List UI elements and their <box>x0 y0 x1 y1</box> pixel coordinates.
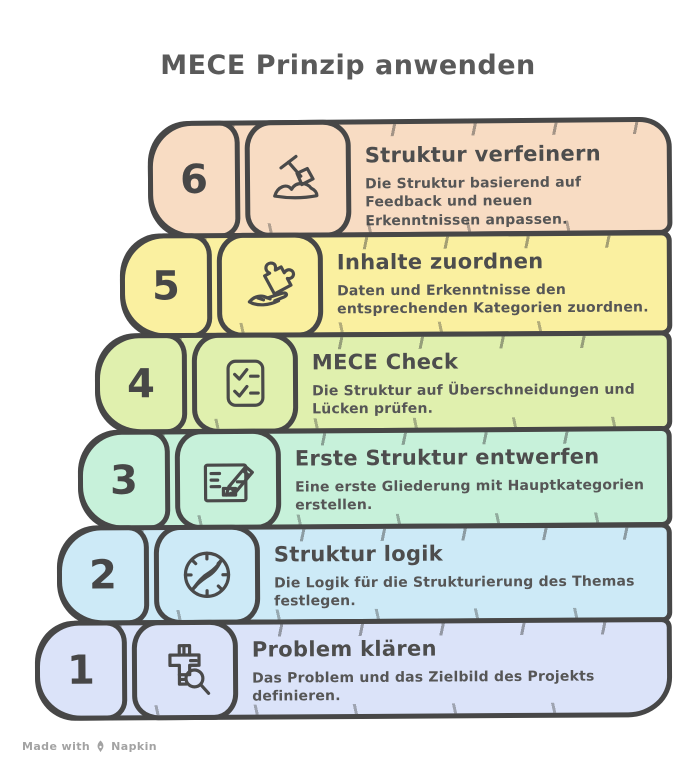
step-text: Struktur logik Die Logik für die Struktu… <box>274 527 653 611</box>
step-description: Die Struktur basierend auf Feedback und … <box>364 174 582 230</box>
step-text: Problem klären Das Problem und das Zielb… <box>252 622 653 706</box>
step-row-5: 5 Inhalte zuordnen Daten und Erkenntniss… <box>119 230 673 339</box>
made-with-napkin: Made with Napkin <box>22 740 157 753</box>
step-number-box: 5 <box>119 233 213 339</box>
step-icon-box <box>191 332 299 435</box>
step-row-2: 2 Struktur logik Die Logik für die Struk… <box>56 522 673 626</box>
step-number-box: 6 <box>147 120 241 240</box>
step-icon-box <box>174 428 282 531</box>
checklist-icon <box>226 359 265 407</box>
step-description: Die Struktur auf Überschneidungen und Lü… <box>312 381 635 418</box>
step-number: 1 <box>66 647 96 694</box>
step-title: Inhalte zuordnen <box>336 249 544 275</box>
step-number: 6 <box>179 156 209 204</box>
document-pencil-icon <box>203 462 254 502</box>
step-number: 4 <box>126 360 156 407</box>
brand-label: Napkin <box>111 740 157 753</box>
step-number: 3 <box>109 457 139 504</box>
step-title: MECE Check <box>311 349 459 375</box>
step-number-box: 2 <box>56 525 150 626</box>
step-number-box: 1 <box>34 620 128 721</box>
page-title: MECE Prinzip anwenden <box>160 50 536 81</box>
step-title: Erste Struktur entwerfen <box>294 444 600 471</box>
step-row-6: 6 Struktur verfeinern Die Struktur basie… <box>147 116 673 240</box>
step-icon-box <box>153 524 261 626</box>
step-description: Die Logik für die Strukturierung des The… <box>274 573 635 610</box>
step-number-box: 3 <box>77 429 171 532</box>
step-description: Eine erste Gliederung mit Hauptkategorie… <box>295 477 645 515</box>
step-title: Problem klären <box>251 636 437 662</box>
step-text: Inhalte zuordnen Daten und Erkenntnisse … <box>337 235 653 319</box>
step-icon-box <box>131 619 239 721</box>
step-row-4: 4 MECE Check Die Struktur auf Überschnei… <box>94 330 673 435</box>
step-title: Struktur verfeinern <box>364 141 602 168</box>
step-row-1: 1 Problem klären Das Problem und das Zie… <box>34 617 673 721</box>
step-description: Daten und Erkenntnisse den entsprechende… <box>336 281 649 318</box>
step-number-box: 4 <box>94 333 188 435</box>
step-number: 5 <box>151 262 181 309</box>
made-with-label: Made with <box>22 740 91 753</box>
shovel-icon <box>273 154 319 200</box>
step-title: Struktur logik <box>273 541 444 567</box>
compass-icon <box>183 551 231 598</box>
step-text: MECE Check Die Struktur auf Überschneidu… <box>312 336 653 420</box>
step-text: Struktur verfeinern Die Struktur basiere… <box>365 122 654 231</box>
step-icon-box <box>244 119 352 239</box>
hand-puzzle-icon <box>247 261 296 306</box>
step-number: 2 <box>88 552 118 599</box>
step-description: Das Problem und das Zielbild des Projekt… <box>252 668 595 706</box>
step-icon-box <box>216 232 324 339</box>
pen-nib-icon <box>97 740 104 753</box>
step-row-3: 3 Erste Struktur entwerfen Eine erste Gl… <box>77 425 673 532</box>
magnifier-grid-icon <box>168 644 211 695</box>
step-text: Erste Struktur entwerfen Eine erste Glie… <box>295 431 654 515</box>
